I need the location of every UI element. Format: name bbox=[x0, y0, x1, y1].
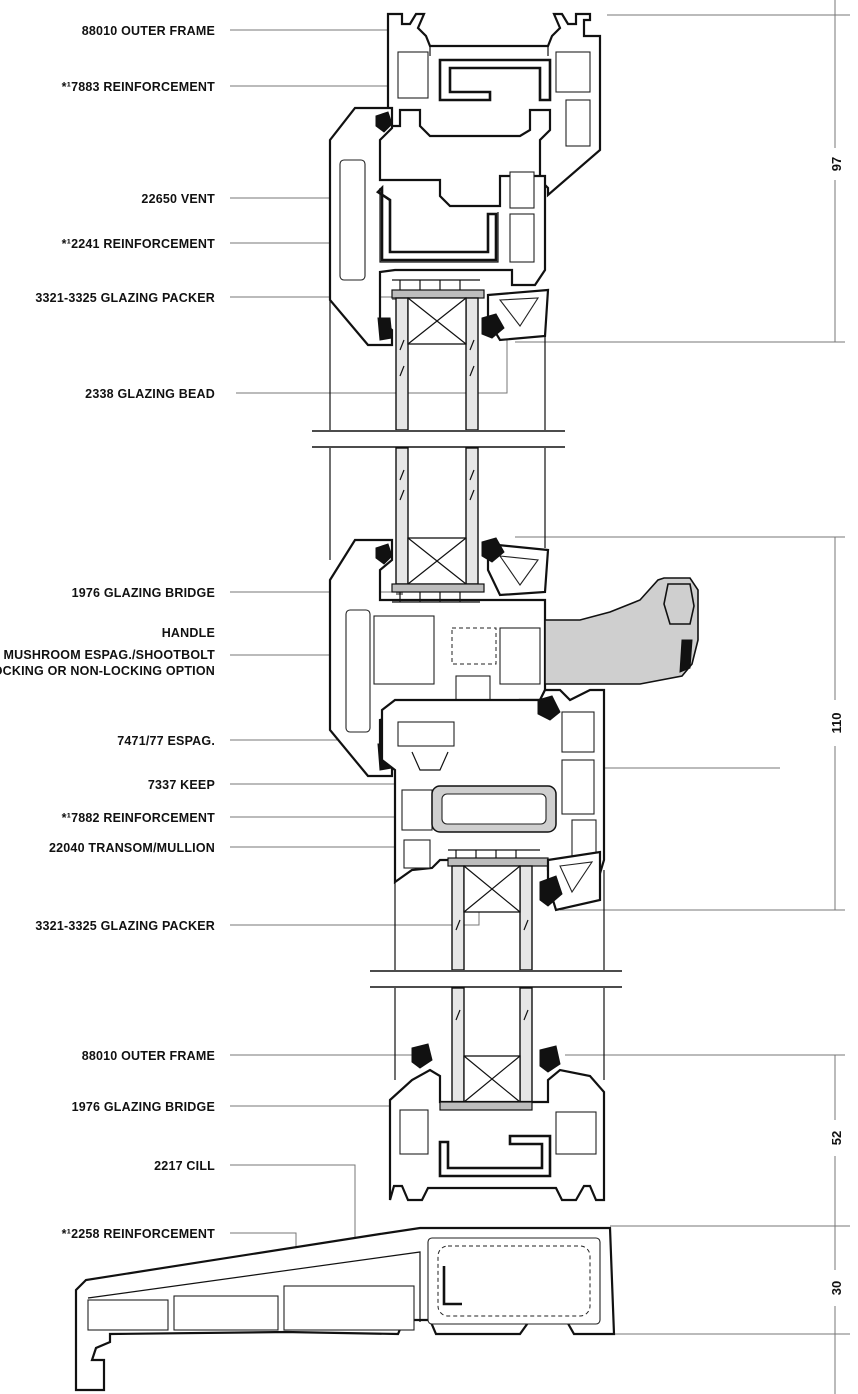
outer-frame-top bbox=[386, 12, 602, 198]
dimension-97: 97 bbox=[829, 157, 844, 171]
break-line-lower bbox=[368, 870, 628, 1080]
glazing-unit-top bbox=[395, 297, 479, 431]
label-vent: 22650 VENT bbox=[141, 192, 215, 206]
callout-labels: 88010 OUTER FRAME *¹7883 REINFORCEMENT 2… bbox=[0, 24, 215, 1241]
label-keep: 7337 KEEP bbox=[148, 778, 215, 792]
label-glazing-bridge-top: 1976 GLAZING BRIDGE bbox=[72, 586, 215, 600]
label-espag: 7471/77 ESPAG. bbox=[117, 734, 215, 748]
label-glazing-packer-bottom: 3321-3325 GLAZING PACKER bbox=[35, 919, 215, 933]
vent-column-walls bbox=[329, 300, 546, 560]
glazing-unit-bottom bbox=[451, 865, 533, 971]
glazing-unit-mid bbox=[395, 447, 479, 585]
dimension-30: 30 bbox=[829, 1281, 844, 1295]
dimension-52: 52 bbox=[829, 1131, 844, 1145]
outer-frame-bottom bbox=[388, 1043, 606, 1202]
glazing-bead-top bbox=[481, 288, 550, 342]
dimension-110: 110 bbox=[829, 713, 844, 734]
break-line-upper bbox=[310, 430, 570, 448]
label-reinforcement-2241: *¹2241 REINFORCEMENT bbox=[62, 237, 215, 251]
cill bbox=[74, 1226, 616, 1392]
glazing-bead-bottom bbox=[447, 849, 602, 912]
label-reinforcement-2258: *¹2258 REINFORCEMENT bbox=[62, 1227, 215, 1241]
label-espag-shootbolt: MUSHROOM ESPAG./SHOOTBOLT bbox=[4, 648, 216, 662]
label-transom-mullion: 22040 TRANSOM/MULLION bbox=[49, 841, 215, 855]
handle-shape bbox=[544, 577, 699, 685]
vent-top bbox=[328, 106, 547, 347]
label-glazing-bead: 2338 GLAZING BEAD bbox=[85, 387, 215, 401]
glazing-packer-top bbox=[391, 289, 485, 299]
label-glazing-packer-top: 3321-3325 GLAZING PACKER bbox=[35, 291, 215, 305]
label-outer-frame-top: 88010 OUTER FRAME bbox=[82, 24, 215, 38]
label-cill: 2217 CILL bbox=[154, 1159, 215, 1173]
label-outer-frame-bottom: 88010 OUTER FRAME bbox=[82, 1049, 215, 1063]
label-reinforcement-7883: *¹7883 REINFORCEMENT bbox=[62, 80, 215, 94]
glazing-unit-base bbox=[451, 987, 533, 1103]
label-reinforcement-7882: *¹7882 REINFORCEMENT bbox=[62, 811, 215, 825]
dimension-lines: 97 110 52 30 bbox=[607, 0, 850, 1394]
label-locking-option: LOCKING OR NON-LOCKING OPTION bbox=[0, 664, 215, 678]
label-glazing-bridge-bottom: 1976 GLAZING BRIDGE bbox=[72, 1100, 215, 1114]
transom-mullion bbox=[380, 688, 606, 885]
label-handle: HANDLE bbox=[162, 626, 215, 640]
